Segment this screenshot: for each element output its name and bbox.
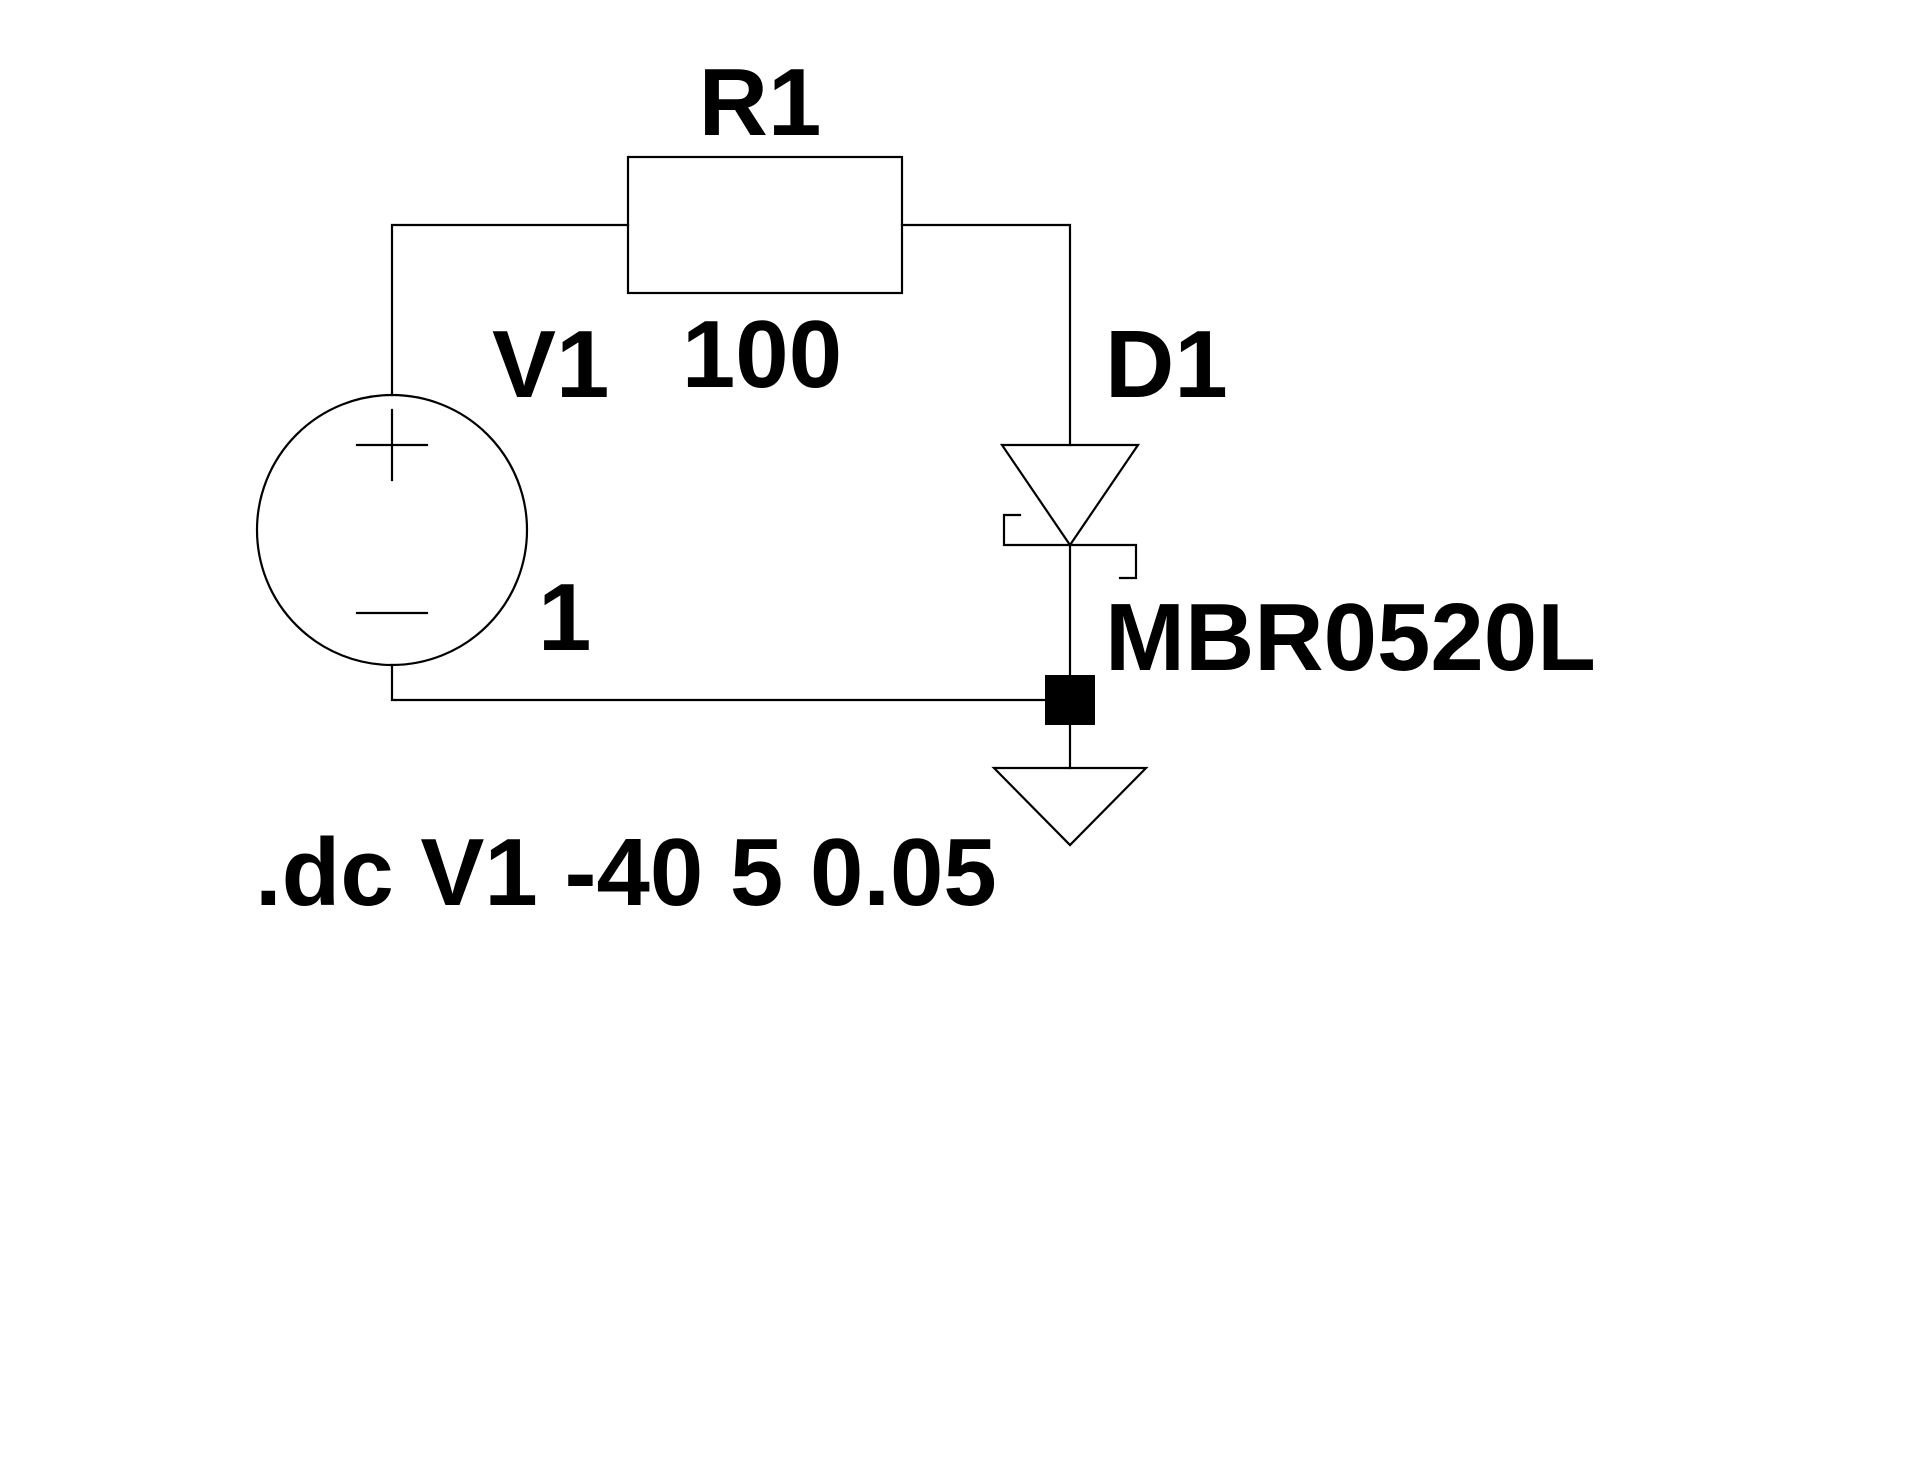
voltage-source-v1[interactable] bbox=[255, 393, 529, 667]
wire-v1-to-r1 bbox=[390, 223, 630, 397]
ground-icon bbox=[991, 766, 1149, 847]
dc-sweep-directive[interactable]: .dc V1 -40 5 0.05 bbox=[255, 819, 997, 926]
diode-triangle bbox=[999, 443, 1141, 547]
resistor-r1[interactable] bbox=[626, 155, 904, 295]
diode-model-label: MBR0520L bbox=[1105, 584, 1596, 691]
wire-r1-to-d1 bbox=[900, 223, 1072, 447]
wires bbox=[390, 223, 1072, 770]
wire-v1-to-node bbox=[390, 663, 1072, 702]
resistor-ref-label: R1 bbox=[699, 49, 822, 156]
source-ref-label: V1 bbox=[492, 311, 609, 418]
resistor-value-label: 100 bbox=[682, 301, 842, 408]
schottky-diode-d1[interactable] bbox=[999, 443, 1141, 580]
diode-cathode-bar bbox=[1002, 513, 1138, 580]
resistor-body bbox=[626, 155, 904, 295]
plus-icon bbox=[355, 408, 429, 482]
source-value-label: 1 bbox=[538, 564, 591, 671]
diode-ref-label: D1 bbox=[1105, 311, 1228, 418]
source-circle bbox=[255, 393, 529, 667]
junction-node bbox=[1045, 675, 1095, 725]
